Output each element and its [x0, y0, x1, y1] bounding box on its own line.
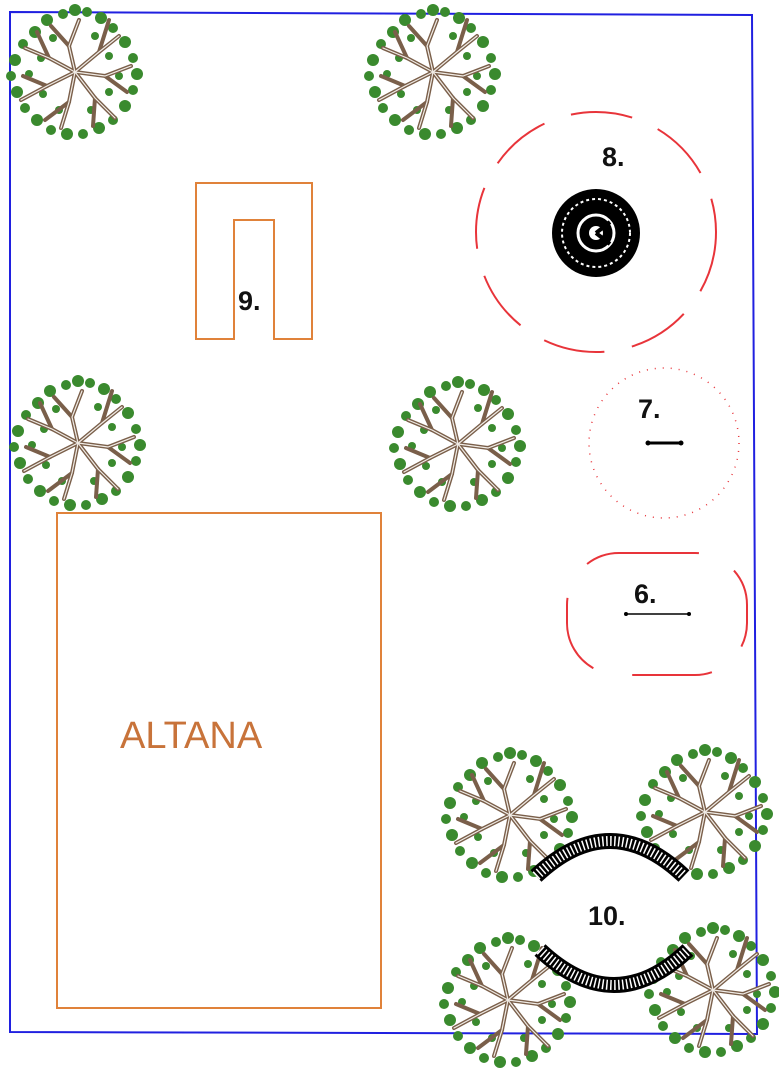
item-10-label: 10. — [588, 901, 626, 931]
item-6-label: 6. — [634, 579, 657, 609]
altana-structure — [56, 512, 382, 1009]
play-zone-7 — [588, 367, 740, 519]
tree-icon — [7, 373, 148, 513]
item-8-label: 8. — [602, 142, 625, 172]
structure-9 — [195, 182, 313, 340]
tree-icon — [387, 374, 528, 514]
play-zone-6 — [566, 552, 748, 676]
item-9-label: 9. — [238, 286, 261, 316]
merry-go-round-icon — [552, 189, 640, 277]
altana-label: ALTANA — [120, 715, 263, 757]
play-zone-8 — [475, 111, 717, 353]
bar-icon — [624, 612, 691, 616]
tree-icon — [362, 2, 503, 142]
property-boundary — [9, 10, 759, 1036]
bar-icon — [645, 440, 684, 446]
tree-icon — [4, 2, 145, 142]
tree-icon — [642, 920, 779, 1060]
curved-bench-icon — [530, 833, 690, 882]
curved-bench-icon — [534, 944, 694, 993]
tree-icon — [437, 930, 578, 1070]
item-7-label: 7. — [638, 394, 661, 424]
